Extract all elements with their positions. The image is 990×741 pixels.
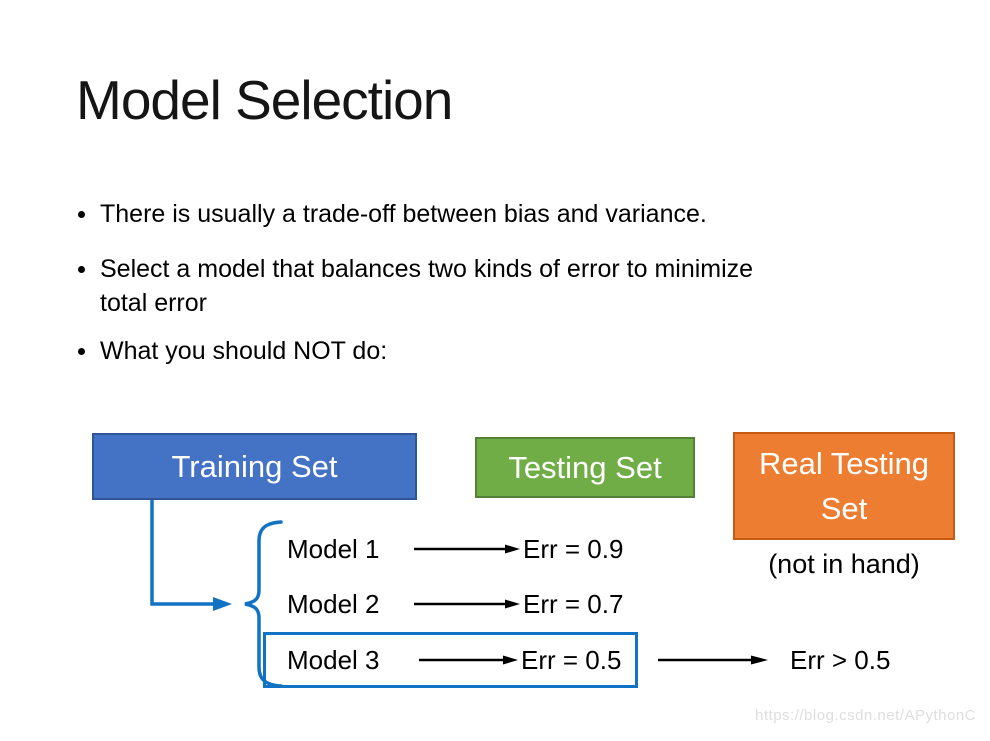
bullet-item: Select a model that balances two kinds o… [78,252,753,320]
bullet-dot [78,348,85,355]
model-1-error: Err = 0.9 [523,534,624,564]
model-1-label: Model 1 [287,534,380,564]
training-split-line [150,500,213,606]
model-2-error: Err = 0.7 [523,589,624,619]
training-set-box: Training Set [92,433,417,500]
bullet-text: Select a model that balances two kinds o… [100,255,754,317]
bullet-text: What you should NOT do: [100,337,388,365]
slide-title: Model Selection [76,69,453,131]
real-testing-set-box: Real Testing Set [733,432,955,540]
model-2-label: Model 2 [287,589,380,619]
model-3-highlight-box [263,632,638,688]
model-3-label: Model 3 [287,645,380,675]
model2-arrowhead [505,599,520,609]
not-in-hand-note: (not in hand) [768,549,920,579]
testing-set-box: Testing Set [475,437,695,498]
model-3-error: Err = 0.5 [521,645,622,675]
bullet-item: There is usually a trade-off between bia… [78,197,707,231]
bullet-item: What you should NOT do: [78,334,387,368]
watermark-url: https://blog.csdn.net/APythonC [755,707,976,724]
real-test-error: Err > 0.5 [790,645,891,675]
bullet-dot [78,266,85,273]
training-split-arrowhead [213,597,232,611]
bullet-dot [78,211,85,218]
model1-arrowhead [505,544,520,554]
bullet-text: There is usually a trade-off between bia… [100,200,707,228]
real-test-arrowhead [751,655,768,665]
